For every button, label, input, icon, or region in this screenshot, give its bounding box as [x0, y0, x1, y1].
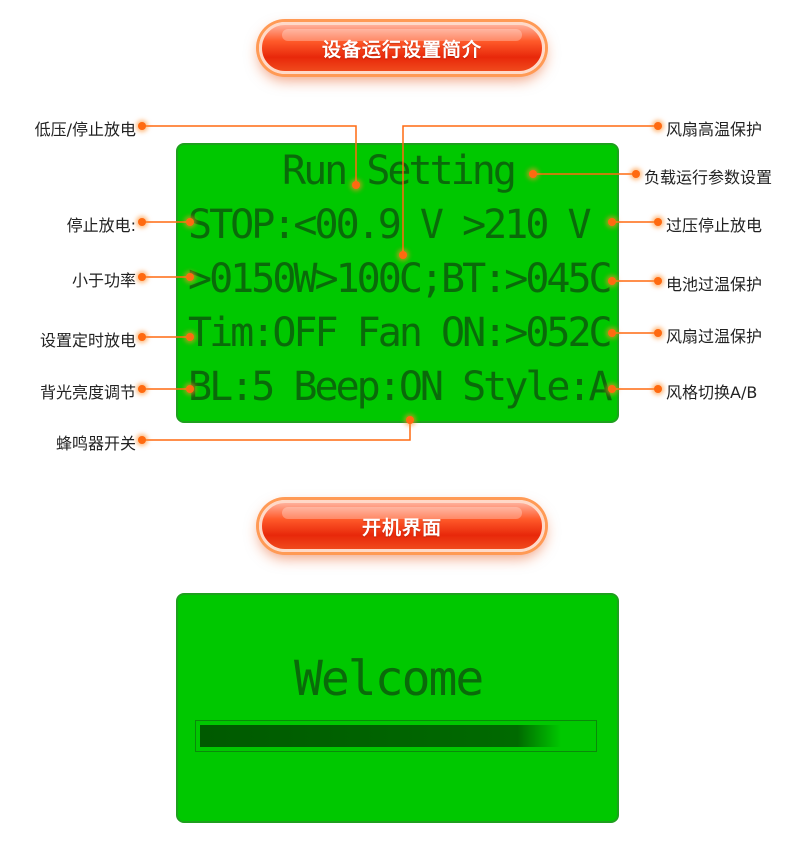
marker-dot: [406, 416, 414, 424]
marker-dot: [654, 122, 662, 130]
marker-dot: [138, 122, 146, 130]
lcd-settings-screen: Run Setting STOP:<00.9 V >210 V >0150W>1…: [176, 143, 619, 423]
settings-title: 设备运行设置简介: [321, 38, 482, 61]
label-style-switch: 风格切换A/B: [666, 383, 758, 402]
label-buzzer: 蜂鸣器开关: [55, 434, 136, 453]
leader-beep: [142, 420, 411, 441]
lcd-line-backlight-beep: BL:5 Beep:ON Style:A: [188, 364, 613, 410]
label-under-power: 小于功率: [71, 271, 136, 290]
settings-title-badge: 设备运行设置简介: [259, 22, 545, 74]
marker-dot: [632, 170, 640, 178]
marker-dot: [138, 385, 146, 393]
label-fan-over-temp: 风扇过温保护: [666, 327, 763, 346]
label-fan-high-temp: 风扇高温保护: [666, 120, 763, 139]
lcd-line-timer-fan: Tim:OFF Fan ON:>052C: [188, 310, 613, 356]
boot-title-badge: 开机界面: [259, 500, 545, 552]
label-stop-discharge: 停止放电:: [66, 216, 136, 235]
lcd-line-title: Run Setting: [282, 148, 517, 194]
label-over-voltage: 过压停止放电: [666, 216, 763, 235]
marker-dot: [608, 277, 616, 285]
marker-dot: [352, 181, 360, 189]
leader-fan-high-temp: [402, 125, 658, 255]
marker-dot: [654, 329, 662, 337]
marker-dot: [654, 385, 662, 393]
boot-progress-bar: [195, 720, 597, 752]
label-load-params: 负载运行参数设置: [644, 168, 773, 187]
boot-title: 开机界面: [361, 516, 442, 539]
marker-dot: [138, 333, 146, 341]
boot-progress-fill: [200, 725, 561, 747]
label-low-voltage-stop: 低压/停止放电: [34, 120, 136, 139]
marker-dot: [186, 333, 194, 341]
marker-dot: [654, 218, 662, 226]
label-battery-over-temp: 电池过温保护: [666, 275, 763, 294]
marker-dot: [608, 385, 616, 393]
lcd-boot-screen: Welcome: [176, 593, 619, 823]
marker-dot: [608, 218, 616, 226]
lcd-line-stop: STOP:<00.9 V >210 V: [188, 202, 592, 248]
marker-dot: [186, 385, 194, 393]
marker-dot: [186, 273, 194, 281]
label-backlight: 背光亮度调节: [39, 383, 136, 402]
lcd-welcome-text: Welcome: [294, 651, 484, 707]
marker-dot: [654, 277, 662, 285]
label-timer-discharge: 设置定时放电: [39, 331, 136, 350]
marker-dot: [138, 436, 146, 444]
marker-dot: [399, 251, 407, 259]
marker-dot: [529, 170, 537, 178]
lcd-line-power-temp: >0150W>100C;BT:>045C: [188, 256, 613, 302]
marker-dot: [186, 218, 194, 226]
marker-dot: [608, 329, 616, 337]
marker-dot: [138, 218, 146, 226]
marker-dot: [138, 273, 146, 281]
leader-low-voltage: [142, 125, 357, 185]
